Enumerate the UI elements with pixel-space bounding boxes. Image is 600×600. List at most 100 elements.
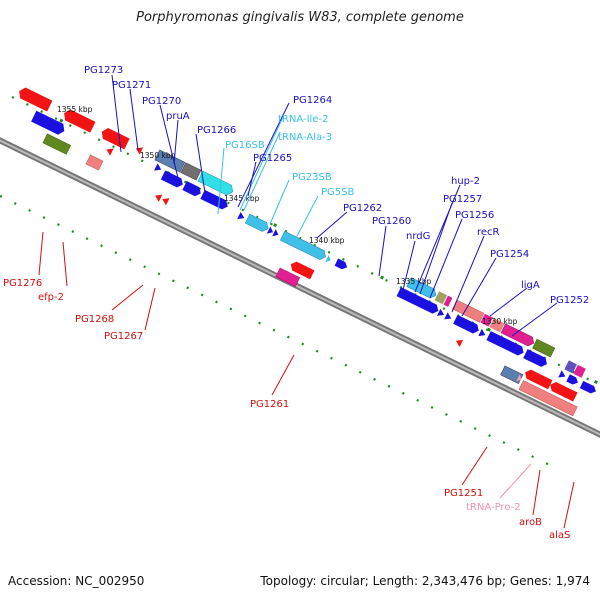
label-pg1276[interactable]: PG1276 [3, 278, 42, 289]
gene-tRNA-Ile-2[interactable] [244, 213, 270, 233]
gene-pg1262[interactable] [406, 277, 438, 300]
leader-pg1252 [511, 302, 558, 337]
gene-fwd-14[interactable] [478, 328, 487, 339]
gene-fwd-13[interactable] [453, 314, 481, 335]
gene-pg1256[interactable] [480, 313, 493, 327]
gene-pg16SB[interactable] [279, 230, 328, 261]
leader-pg1262 [316, 211, 348, 239]
leader-pruA [173, 119, 179, 165]
gene-aroB[interactable] [523, 368, 553, 390]
gene-pg1271[interactable] [180, 162, 202, 181]
label-pg1264[interactable]: PG1264 [293, 95, 332, 106]
label-trna-ala-3[interactable]: tRNA-Ala-3 [278, 132, 332, 143]
leader-efp2 [62, 241, 68, 287]
gene-fwd-1[interactable] [31, 110, 67, 137]
gene-nrdG[interactable] [443, 295, 453, 307]
gene-pg1254[interactable] [500, 323, 536, 348]
gene-fwd-16[interactable] [523, 349, 549, 369]
label-trna-pro-2[interactable]: tRNA-Pro-2 [466, 502, 521, 513]
label-pg1260[interactable]: PG1260 [372, 216, 411, 227]
gene-labels: PG1273 PG1271 PG1270 pruA PG1266 PG1264 … [3, 65, 589, 541]
forward-track-inner [31, 110, 598, 395]
label-pg1262[interactable]: PG1262 [343, 203, 382, 214]
gene-fwd-7[interactable] [266, 226, 275, 235]
label-hup-2[interactable]: hup-2 [451, 176, 480, 187]
gene-pg1267[interactable] [161, 196, 170, 206]
gene-pg1252b[interactable] [573, 364, 586, 378]
label-pg1270[interactable]: PG1270 [142, 96, 181, 107]
gene-pg1276[interactable] [85, 154, 104, 171]
label-efp-2[interactable]: efp-2 [38, 292, 64, 303]
label-pg1266[interactable]: PG1266 [197, 125, 236, 136]
gene-rev-5[interactable] [105, 146, 114, 156]
label-pg1257[interactable]: PG1257 [443, 194, 482, 205]
label-aroB[interactable]: aroB [519, 517, 542, 528]
gene-pg5SB[interactable] [325, 255, 332, 264]
gene-fwd-2[interactable] [154, 163, 163, 173]
leader-pg5sb [295, 195, 319, 239]
gene-rev-2[interactable] [61, 108, 96, 133]
leader-ligA [489, 287, 528, 317]
gene-fwd-9[interactable] [334, 258, 349, 271]
leader-pg1267 [144, 287, 156, 331]
label-trna-ile-2[interactable]: tRNA-Ile-2 [278, 114, 328, 125]
gene-recR[interactable] [489, 318, 505, 333]
label-pg5sb[interactable]: PG5SB [321, 187, 354, 198]
gene-rev-7[interactable] [548, 380, 578, 402]
gene-fwd-3[interactable] [160, 170, 185, 190]
gene-fwd-10[interactable] [396, 287, 441, 315]
gene-tRNA-Pro-2[interactable] [516, 374, 523, 383]
label-pg1271[interactable]: PG1271 [112, 80, 151, 91]
leader-aroB [532, 469, 541, 516]
gene-pg1261b[interactable] [275, 267, 301, 287]
gene-fwd-11[interactable] [436, 308, 446, 319]
label-recR[interactable]: recR [477, 227, 500, 238]
label-pg1252[interactable]: PG1252 [550, 295, 589, 306]
label-alaS[interactable]: alaS [549, 530, 570, 541]
label-pg1265[interactable]: PG1265 [253, 153, 292, 164]
label-pg16sb[interactable]: PG16SB [225, 140, 265, 151]
gene-fwd-6[interactable] [237, 211, 246, 222]
label-pg1273[interactable]: PG1273 [84, 65, 123, 76]
genome-backbone [0, 137, 600, 438]
gene-pg1252[interactable] [564, 360, 577, 374]
gene-pg1268[interactable] [153, 192, 163, 202]
leader-pg1270 [159, 104, 179, 179]
label-pg1267[interactable]: PG1267 [104, 331, 143, 342]
label-pruA[interactable]: pruA [166, 111, 190, 122]
leader-pg1257 [419, 202, 453, 295]
gene-fwd-18[interactable] [566, 374, 579, 386]
gene-efp-2[interactable] [42, 133, 71, 155]
scale-label-1340: 1340 kbp [309, 236, 345, 245]
leader-pg16sb [217, 147, 225, 215]
gene-fwd-19[interactable] [579, 380, 598, 395]
gene-fwd-17[interactable] [558, 370, 567, 380]
gene-pg1261[interactable] [289, 260, 315, 280]
label-pg23sb[interactable]: PG23SB [292, 172, 332, 183]
gene-fwd-5[interactable] [200, 189, 230, 211]
label-pg1256[interactable]: PG1256 [455, 210, 494, 221]
gene-fwd-4[interactable] [182, 181, 203, 198]
gene-pruA[interactable] [197, 170, 235, 197]
gene-rev-3[interactable] [99, 126, 130, 150]
label-ligA[interactable]: ligA [521, 280, 540, 291]
leader-pg1265 [247, 161, 257, 197]
gene-rev-1[interactable] [17, 86, 53, 112]
gene-alaS[interactable] [518, 380, 578, 417]
label-pg1251[interactable]: PG1251 [444, 488, 483, 499]
gene-fwd-15[interactable] [486, 331, 525, 357]
label-pg1261[interactable]: PG1261 [250, 399, 289, 410]
gene-rev-6[interactable] [454, 337, 464, 348]
label-nrdG[interactable]: nrdG [406, 231, 430, 242]
gene-fwd-12[interactable] [444, 312, 453, 322]
gene-pg1260[interactable] [434, 291, 448, 305]
label-pg1268[interactable]: PG1268 [75, 314, 114, 325]
gene-fwd-8[interactable] [272, 229, 280, 238]
accession-text: Accession: NC_002950 [8, 574, 145, 588]
label-pg1254[interactable]: PG1254 [490, 249, 529, 260]
leader-trna-pro [499, 463, 532, 499]
leader-pg23sb [269, 179, 290, 225]
gene-ligA[interactable] [532, 338, 556, 358]
backbone-highlight [0, 139, 600, 436]
